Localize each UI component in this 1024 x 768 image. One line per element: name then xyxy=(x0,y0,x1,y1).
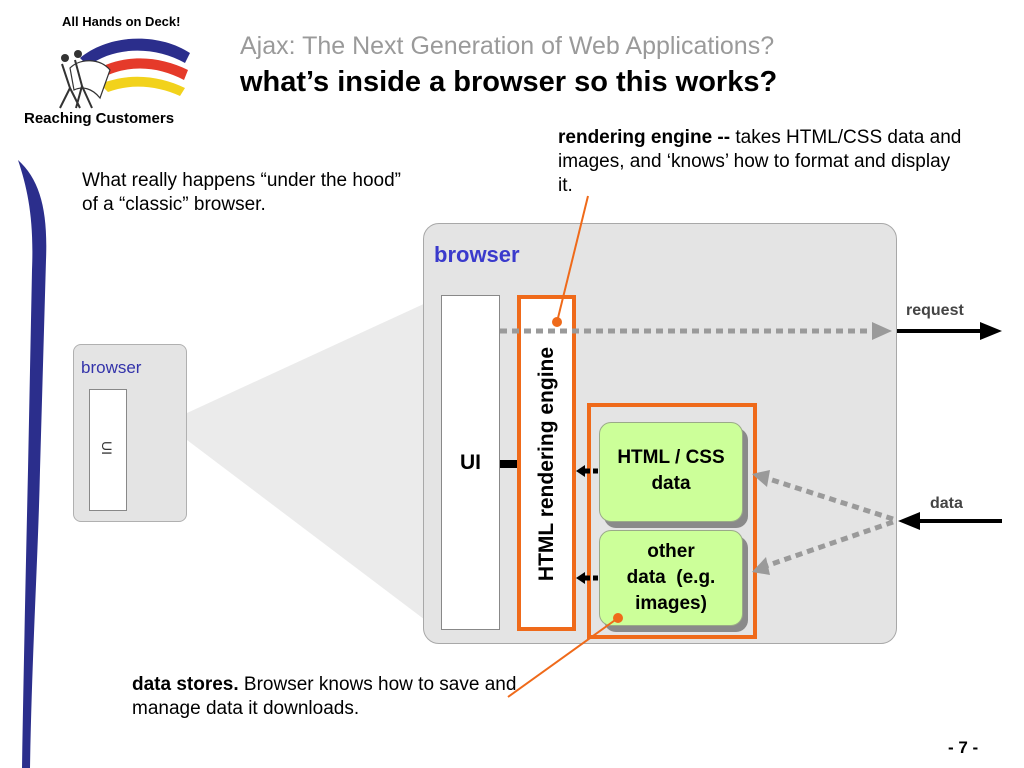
other-store-line1: other xyxy=(647,541,695,562)
request-dashed-arrowhead xyxy=(872,322,892,340)
other-data-store: other data (e.g. images) xyxy=(599,530,743,626)
data-arrowhead xyxy=(898,512,920,530)
big-browser-label: browser xyxy=(434,242,520,267)
small-ui-pane xyxy=(89,389,127,511)
big-ui-label: UI xyxy=(460,451,481,474)
rendering-engine-box xyxy=(517,295,576,631)
rendering-engine-note-bold: rendering engine -- xyxy=(558,127,731,148)
big-ui-pane xyxy=(441,295,500,630)
ui-engine-link xyxy=(500,460,517,468)
request-arrowhead xyxy=(980,322,1002,340)
rendering-engine-callout-line xyxy=(556,195,589,323)
data-stores-callout-dot xyxy=(613,613,623,623)
data-to-html-store xyxy=(765,475,894,522)
rendering-engine-note: rendering engine -- takes HTML/CSS data … xyxy=(558,126,968,198)
html-css-data-store: HTML / CSS data xyxy=(599,422,743,522)
data-stores-note-bold: data stores. xyxy=(132,674,239,695)
slide-title: what’s inside a browser so this works? xyxy=(240,66,778,98)
data-to-html-store-head xyxy=(752,470,770,487)
zoom-cone xyxy=(187,296,441,632)
small-browser-label: browser xyxy=(81,358,142,377)
logo-graphic xyxy=(59,38,190,109)
other-store-to-engine-head xyxy=(576,572,585,584)
other-store-line2: data (e.g. xyxy=(626,567,716,588)
html-css-store-line1: HTML / CSS xyxy=(617,447,725,468)
data-stores-note-text: Browser knows how to save and manage dat… xyxy=(132,674,517,719)
rendering-engine-callout-dot xyxy=(552,317,562,327)
page-number: - 7 - xyxy=(948,738,979,757)
html-store-to-engine-head xyxy=(576,465,585,477)
intro-text: What really happens “under the hood” of … xyxy=(82,170,401,215)
html-css-store-line2: data xyxy=(651,473,691,494)
request-label: request xyxy=(906,302,964,319)
logo-bottom-text: Reaching Customers xyxy=(24,110,175,127)
data-to-other-store-head xyxy=(752,557,770,575)
data-label: data xyxy=(930,495,963,512)
data-stores-note: data stores. Browser knows how to save a… xyxy=(132,673,522,721)
slide-subtitle: Ajax: The Next Generation of Web Applica… xyxy=(240,32,775,60)
rendering-engine-note-text: takes HTML/CSS data and images, and ‘kno… xyxy=(558,127,962,196)
side-ribbon xyxy=(18,160,47,768)
logo-top-text: All Hands on Deck! xyxy=(62,14,181,29)
data-stores-callout-line xyxy=(507,617,619,698)
data-stores-box xyxy=(587,403,757,639)
other-store-line3: images) xyxy=(635,593,707,614)
data-to-other-store xyxy=(765,519,894,569)
